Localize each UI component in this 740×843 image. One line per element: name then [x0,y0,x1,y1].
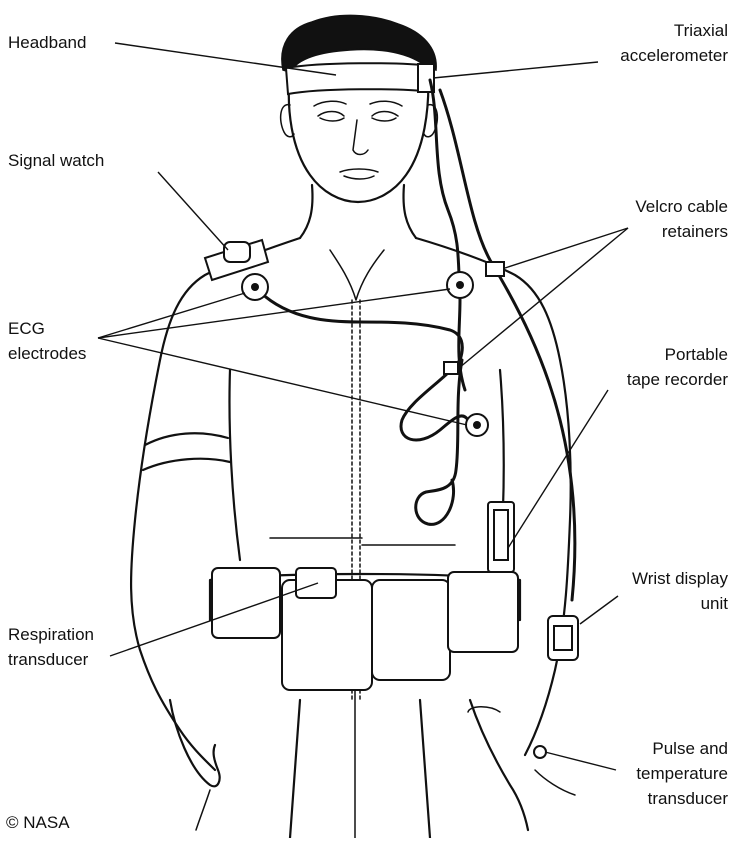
leader-accelerometer [433,62,598,78]
label-portable-tape-recorder: Portable tape recorder [627,342,728,392]
headband-strap [286,63,434,94]
leader-wrist [580,596,618,624]
signal-watch [224,242,250,262]
left-hand [170,700,220,786]
belt-pouch-1 [212,568,280,638]
label-pulse-temperature-transducer: Pulse and temperature transducer [636,736,728,811]
torso-outline [131,238,300,770]
leader-signal-watch [158,172,228,250]
label-respiration-transducer: Respiration transducer [8,622,94,672]
belt-pouch-4 [448,572,518,652]
leader-ecg-3 [98,338,467,425]
right-hand [470,700,528,830]
belt-pouch-3 [372,580,450,680]
leader-ecg-1 [98,293,245,338]
label-ecg-electrodes: ECG electrodes [8,316,86,366]
label-wrist-display-unit: Wrist display unit [632,566,728,616]
belt-assembly [210,502,520,690]
velcro-retainer-chest [444,362,458,374]
leader-pulse [545,752,616,770]
credit-text: © NASA [6,810,70,835]
person-illustration [131,15,575,838]
label-velcro-cable-retainers: Velcro cable retainers [635,194,728,244]
label-triaxial-accelerometer: Triaxial accelerometer [620,18,728,68]
velcro-retainer-shoulder [486,262,504,276]
cables [260,80,575,600]
leader-ecg-2 [98,289,450,338]
label-headband: Headband [8,30,86,55]
leader-velcro-1 [505,228,628,268]
label-signal-watch: Signal watch [8,148,104,173]
pulse-transducer [534,746,546,758]
